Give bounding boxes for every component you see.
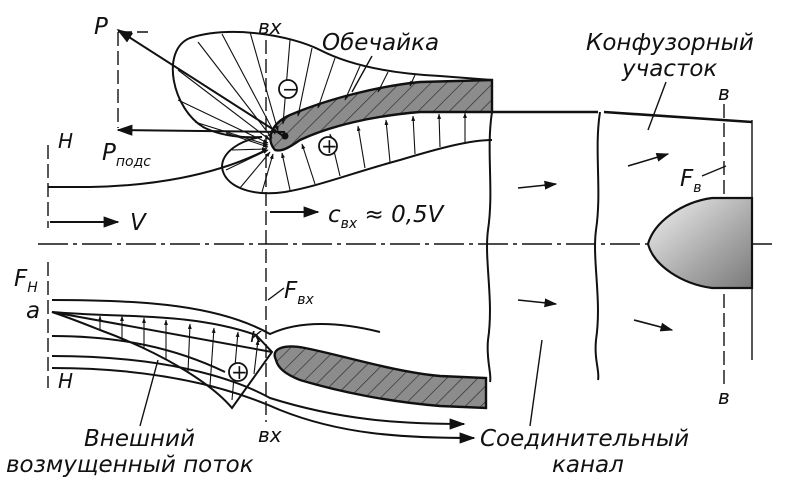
label-section-h-top: H — [58, 129, 73, 153]
label-minus: − — [282, 77, 299, 101]
label-fv: Fв — [680, 166, 702, 196]
label-fh: FH — [14, 266, 38, 296]
label-force-p: P — [94, 14, 108, 40]
label-fvx: Fвх — [284, 278, 314, 308]
streamlines-lower — [51, 299, 476, 444]
label-section-vx-top: вх — [258, 15, 282, 39]
leader-external-flow — [139, 359, 159, 427]
label-section-vx-bottom: вх — [258, 423, 282, 447]
pressure-distribution-envelope — [171, 31, 493, 195]
leader-fvx — [267, 287, 285, 301]
flow-arrows-channel — [517, 153, 674, 332]
plus-sign-circle-bottom — [228, 362, 248, 382]
label-k: к — [250, 323, 262, 347]
channel-upper-wall — [492, 110, 753, 124]
plus-sign-circle-top — [318, 136, 338, 156]
label-connecting-channel-1: Соединительный — [480, 426, 689, 452]
label-free-stream-v: V — [130, 210, 148, 236]
label-section-v-bottom: в — [718, 385, 730, 409]
force-pods-arrow — [116, 124, 286, 136]
label-section-h-bottom: H — [58, 369, 73, 393]
label-p-pods: Pподс — [102, 140, 151, 170]
label-a: a — [26, 298, 40, 324]
label-obechaika: Обечайка — [322, 30, 439, 56]
label-cvx: cвх ≈ 0,5V — [328, 202, 446, 232]
label-plus-top: + — [321, 134, 338, 158]
streamline-upper — [48, 149, 267, 188]
cowl-upper-section — [269, 78, 494, 152]
label-external-flow-2: возмущенный поток — [6, 452, 254, 478]
cowl-lower-section — [273, 345, 488, 410]
label-section-v-top: в — [718, 81, 730, 105]
force-origin-dot — [281, 132, 289, 140]
pressure-envelope-lower — [51, 311, 274, 410]
label-plus-bottom: + — [231, 360, 248, 384]
leader-fv — [701, 165, 727, 177]
central-body — [646, 196, 754, 290]
label-konfuzor-2: участок — [621, 56, 717, 82]
leader-konfuzor — [647, 81, 667, 131]
leader-connecting-channel — [529, 339, 543, 427]
channel-break-2 — [594, 111, 601, 381]
label-external-flow-1: Внешний — [84, 426, 195, 452]
force-p-arrow — [116, 29, 286, 138]
pressure-vectors-upper — [177, 31, 467, 193]
channel-break-1 — [486, 111, 493, 383]
label-connecting-channel-2: канал — [552, 452, 624, 478]
label-konfuzor-1: Конфузорный — [586, 30, 754, 56]
minus-sign-circle — [278, 79, 298, 99]
leader-obechaika — [351, 55, 373, 93]
